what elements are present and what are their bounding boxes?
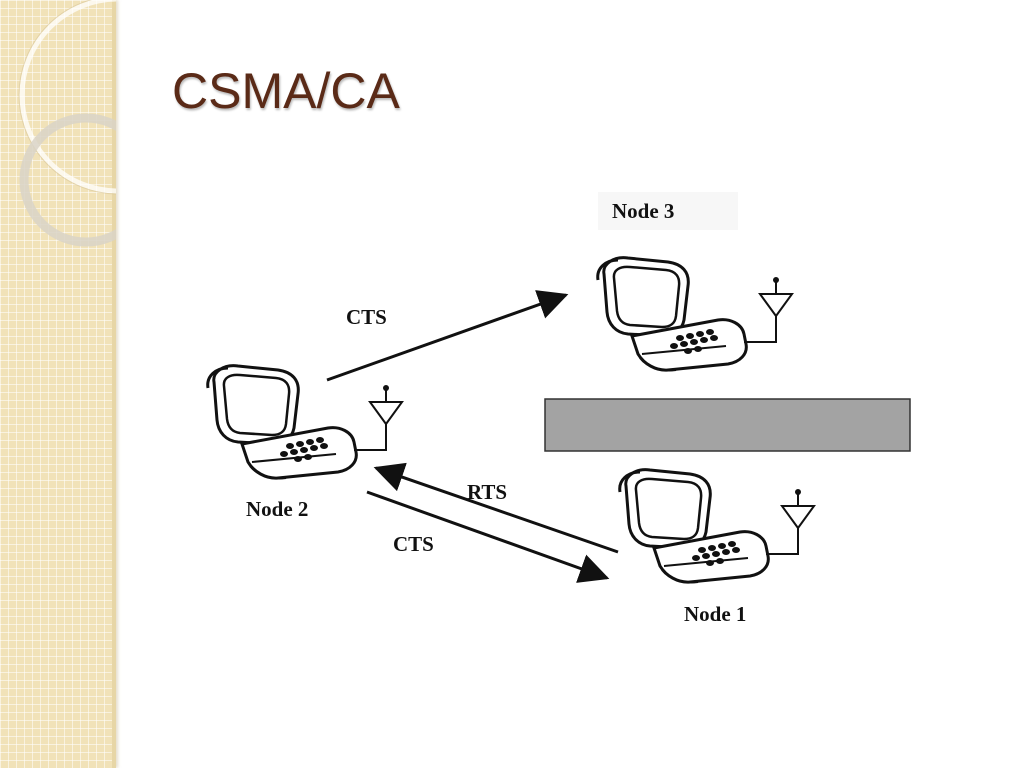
node-2: Node 2: [206, 364, 404, 521]
node-3: Node 3: [596, 192, 794, 372]
large-ring: [19, 0, 116, 194]
cts-arrow-to-node-1: [366, 490, 610, 583]
node-2-label: Node 2: [246, 497, 308, 521]
cts-label-node-3: CTS: [346, 305, 387, 329]
rts-label: RTS: [467, 480, 507, 504]
node-1-label: Node 1: [684, 602, 746, 626]
cts-label-node-1: CTS: [393, 532, 434, 556]
node-1: Node 1: [618, 468, 816, 626]
decorative-rings: [18, 0, 116, 247]
node-3-label: Node 3: [612, 199, 674, 223]
cts-arrow-to-node-3: [326, 290, 569, 382]
node-2-laptop-icon: [206, 364, 404, 480]
node-1-laptop-icon: [618, 468, 816, 584]
node-3-label-bg: [598, 192, 738, 230]
small-ring: [19, 113, 116, 247]
decorative-sidebar: [0, 0, 116, 768]
obstacle-wall: [544, 398, 911, 452]
rts-arrow-to-node-2: [373, 462, 619, 554]
large-ring-inner: [18, 0, 116, 195]
slide-title: CSMA/CA: [172, 63, 400, 119]
node-3-laptop-icon: [596, 256, 794, 372]
